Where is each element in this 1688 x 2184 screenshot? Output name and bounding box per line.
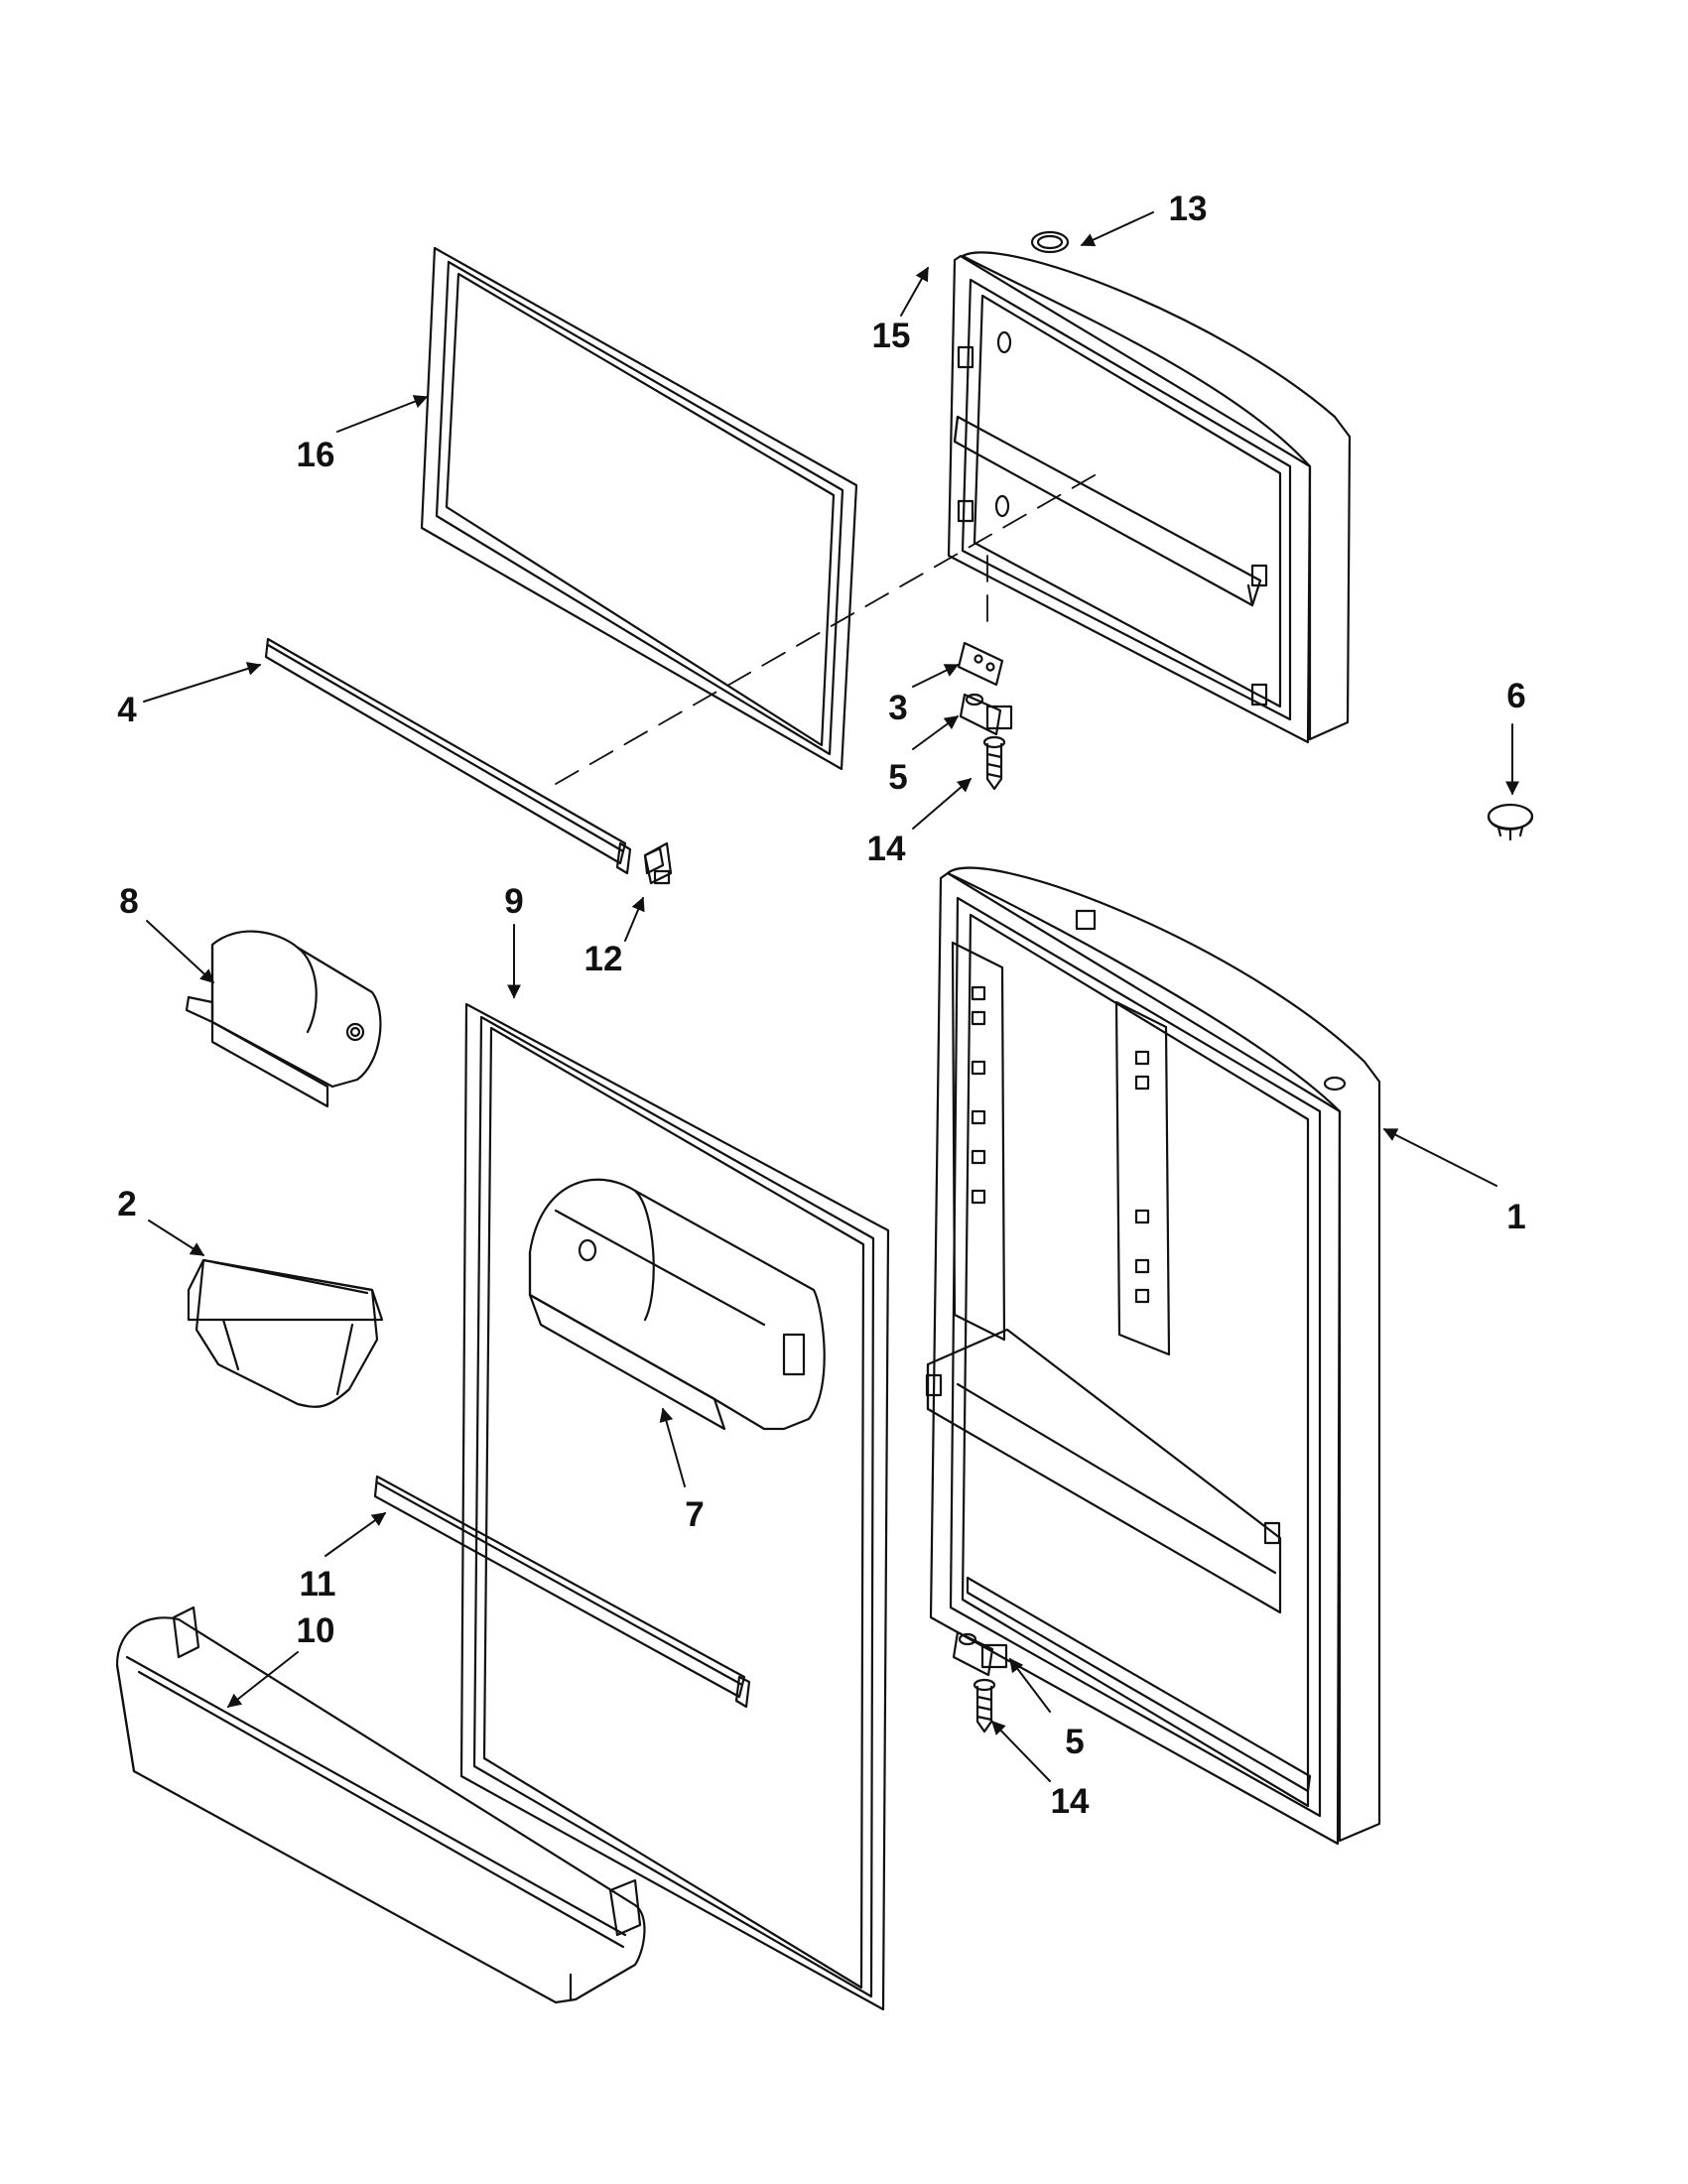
leader-5b [1009,1657,1051,1713]
leader-7 [659,1407,686,1487]
leader-8 [146,920,215,983]
hinge-hole-plug [1489,805,1532,839]
lower-hinge-screw [974,1680,994,1732]
callout-12: 12 [584,940,623,978]
leader-11 [325,1512,387,1557]
leader-15 [900,266,929,317]
leader-1 [1382,1128,1497,1187]
callout-14-lower: 14 [1051,1782,1090,1821]
leader-2 [148,1220,205,1256]
freezer-door-gasket [422,248,856,769]
leader-14b [991,1720,1051,1782]
leader-14a [912,778,973,830]
leader-12 [624,896,645,942]
callout-15: 15 [872,317,911,355]
freezer-trim-strip [266,639,630,873]
leader-10 [226,1651,299,1708]
trim-clip [645,843,671,883]
leader-13 [1080,211,1154,247]
callout-10: 10 [297,1611,335,1650]
door-shelf-bin [530,1180,825,1429]
callout-1: 1 [1506,1198,1525,1236]
callout-4: 4 [117,691,137,729]
assembly-dashed-lines [555,470,1103,785]
leader-5a [912,715,960,750]
callout-14-upper: 14 [867,830,906,868]
upper-hinge [961,695,1011,734]
callout-8: 8 [119,882,138,921]
dairy-compartment-door [187,932,380,1106]
door-gallon-bin [117,1607,644,2002]
leader-4 [143,662,262,703]
callout-3: 3 [888,689,907,727]
lower-hinge [954,1632,1006,1675]
callout-leaders [143,211,1519,1782]
refrigerator-door-gasket [461,1004,888,2009]
refrigerator-door [927,868,1379,1844]
callout-6: 6 [1506,677,1525,715]
callout-2: 2 [117,1185,136,1223]
dairy-bin [189,1260,382,1407]
door-plug [1032,232,1068,252]
callout-5-upper: 5 [888,758,907,797]
callout-11: 11 [300,1565,336,1604]
upper-hinge-screw [984,737,1004,789]
callout-labels: 13 15 16 4 3 5 14 12 6 8 9 1 2 7 11 10 5… [117,190,1525,1821]
upper-hinge-bracket [959,643,1002,685]
callout-9: 9 [504,882,523,921]
callout-16: 16 [297,436,335,474]
leader-3 [912,664,960,688]
callout-13: 13 [1169,190,1208,228]
refrigerator-trim-strip [375,1477,749,1707]
callout-7: 7 [685,1495,704,1534]
freezer-door [949,252,1350,742]
callout-5-lower: 5 [1065,1723,1084,1761]
leader-16 [336,395,429,433]
